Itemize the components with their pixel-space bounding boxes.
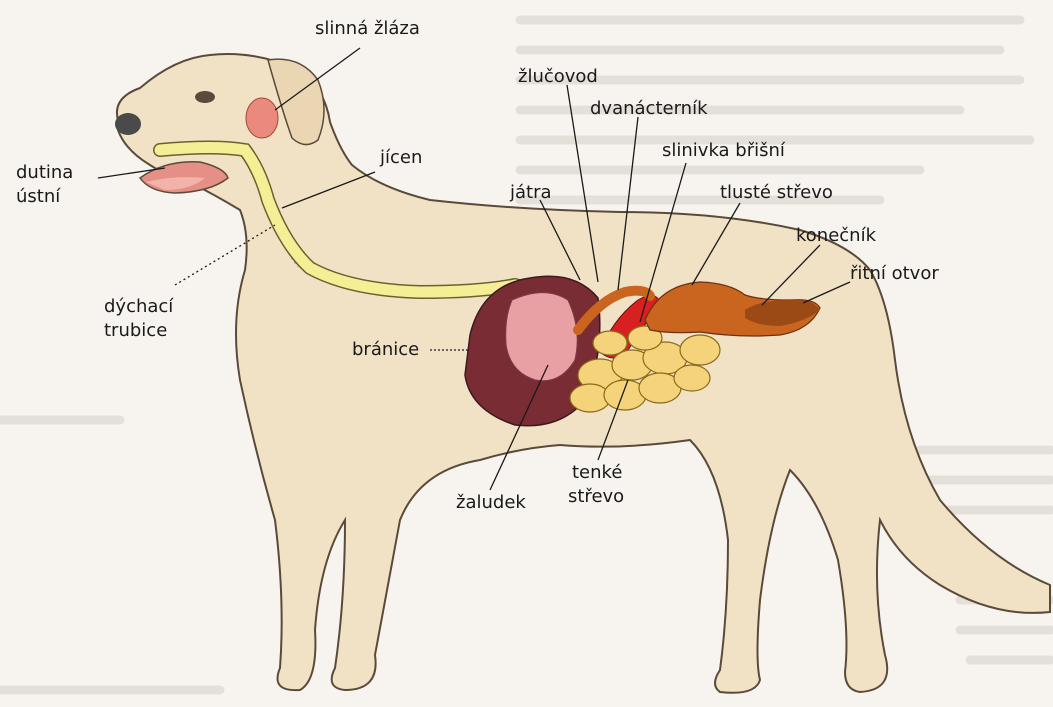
dog-eye — [195, 91, 215, 103]
label-small-intestine-line1: tenké — [572, 462, 622, 484]
label-stomach: žaludek — [456, 492, 526, 514]
label-anus: řitní otvor — [850, 263, 939, 285]
label-pancreas: slinivka břišní — [662, 140, 785, 162]
label-diaphragm: bránice — [352, 339, 419, 361]
salivary-gland-organ — [246, 98, 278, 138]
dog-nose — [115, 113, 141, 135]
label-rectum: konečník — [796, 225, 876, 247]
label-trachea-line1: dýchací — [104, 296, 173, 318]
label-esophagus: jícen — [380, 147, 422, 169]
label-bile-duct: žlučovod — [518, 66, 598, 88]
label-salivary-gland: slinná žláza — [315, 18, 420, 40]
label-trachea-line2: trubice — [104, 320, 167, 342]
label-duodenum: dvanácterník — [590, 98, 708, 120]
label-mouth-line2: ústní — [16, 186, 60, 208]
stomach-organ — [506, 293, 578, 381]
label-mouth-line1: dutina — [16, 162, 73, 184]
label-small-intestine-line2: střevo — [568, 486, 624, 508]
label-liver: játra — [510, 182, 552, 204]
label-large-intestine: tlusté střevo — [720, 182, 833, 204]
